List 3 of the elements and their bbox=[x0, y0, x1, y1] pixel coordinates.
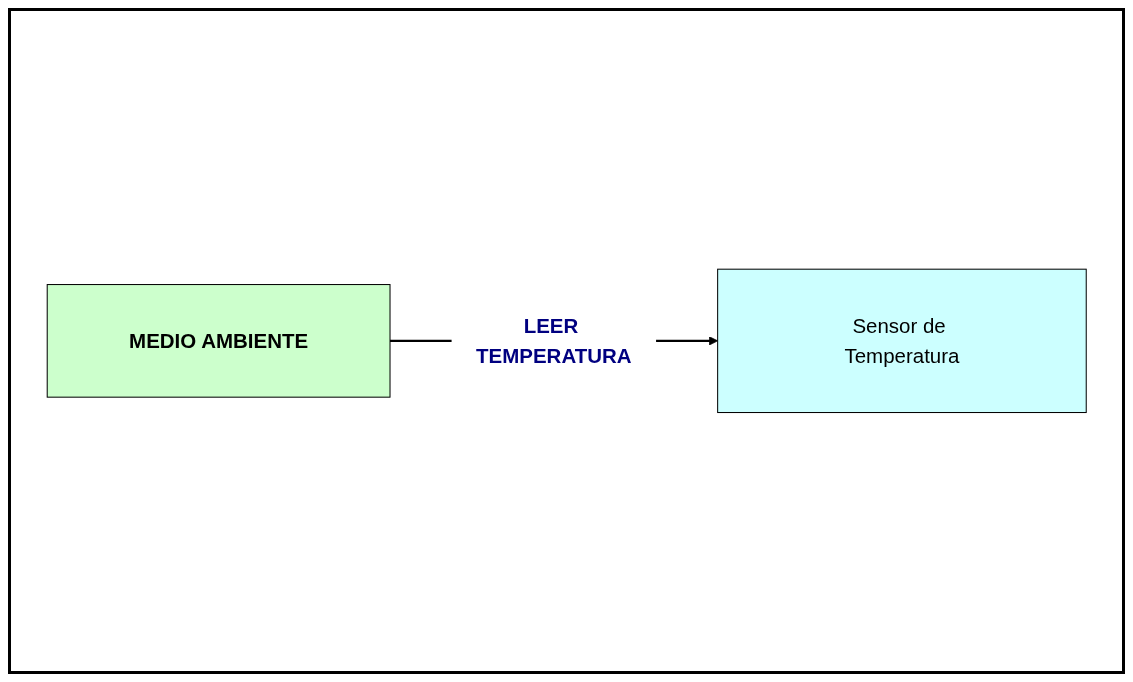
frame-border: LEER TEMPERATURA MEDIO AMBIENTE Sensor de Temperatura bbox=[8, 8, 1125, 674]
process-box: MEDIO AMBIENTE bbox=[46, 284, 391, 398]
process-box: Sensor de Temperatura bbox=[716, 268, 1087, 414]
